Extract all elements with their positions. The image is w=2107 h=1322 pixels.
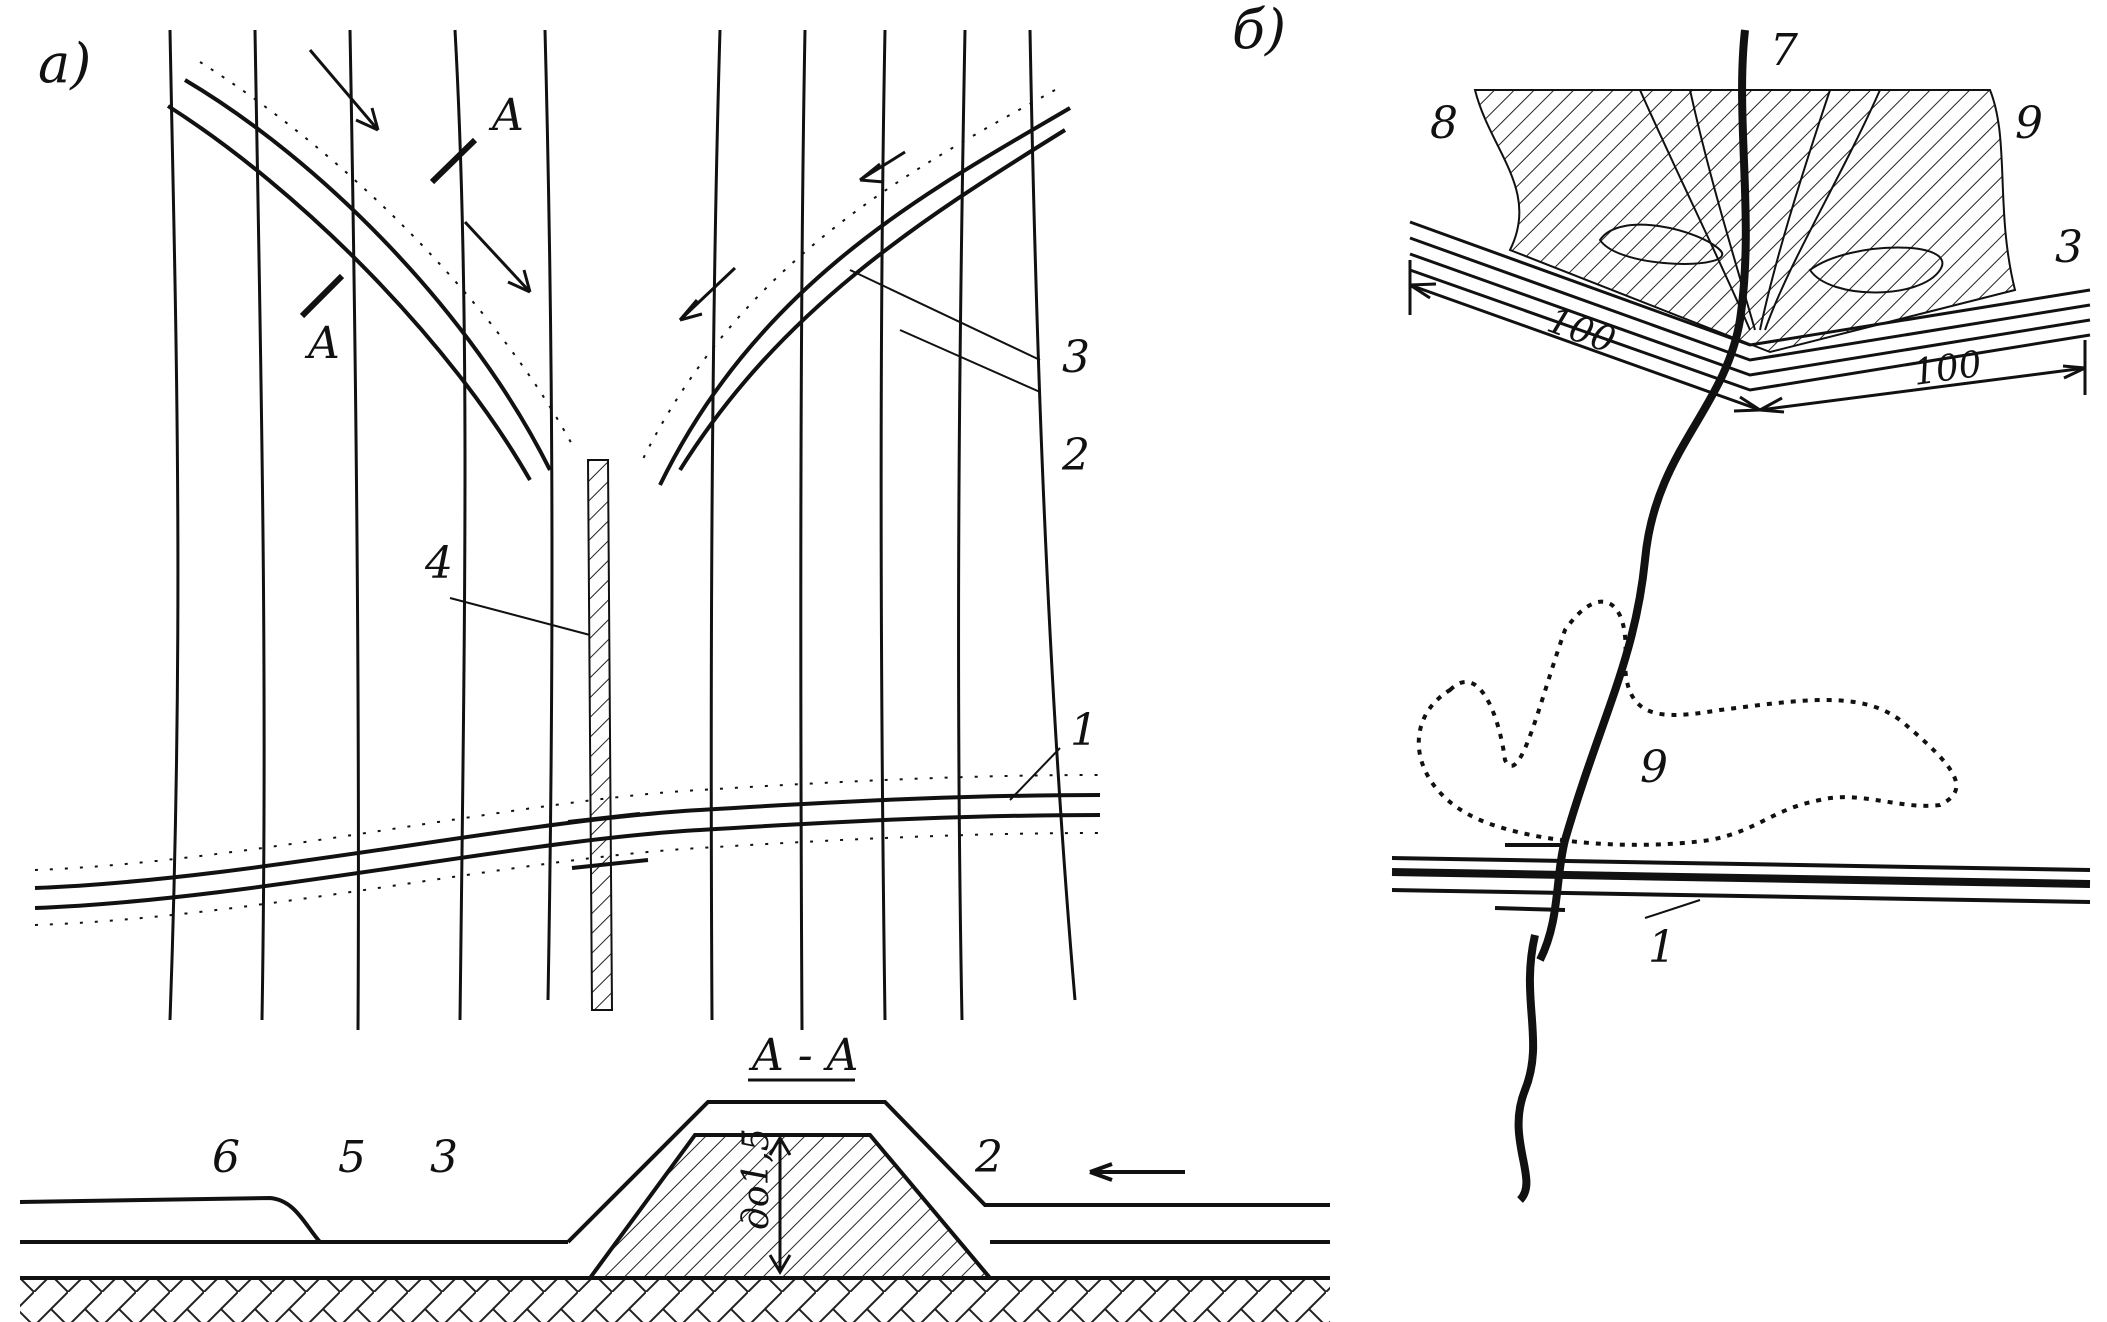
label-road-1-b: 1 [1648,922,1676,973]
embankment-outline [566,1100,1330,1244]
culvert-b [1494,843,1566,912]
label-layer-5: 5 [338,1132,366,1183]
label-embankment-2: 2 [1061,430,1090,481]
culvert-a [567,812,649,870]
leader-lines-a [449,269,1061,801]
section-title: A - A [748,1030,858,1081]
label-layer-3: 3 [430,1132,458,1183]
dotted-area-9 [1416,599,1959,847]
label-gully-4: 4 [424,538,453,589]
layer-6 [19,1195,322,1244]
gully-7 [1536,29,1750,962]
gully-7-lower [1514,934,1539,1203]
stream-lines [1598,89,1944,331]
section-flow-arrow [1089,1162,1185,1182]
part-a-plan: а) [34,29,1101,1031]
panel-label-b: б) [1232,0,1286,61]
panel-label-a: а) [38,32,91,95]
gully-4 [586,459,614,1011]
diversion-ditch-left [166,61,576,481]
section-marks [299,137,478,319]
label-area-9-top: 9 [2015,98,2043,149]
section-mark-a-top: A [488,90,524,141]
height-label: до1,5 [736,1128,777,1230]
leader-lines-b [1644,899,1701,919]
label-area-8: 8 [1430,98,1458,149]
section-mark-a-bottom: A [304,318,340,369]
road-1 [34,774,1101,926]
dimension-lines [1408,260,2087,414]
label-bunds-3: 3 [2055,222,2083,273]
label-layer-6: 6 [212,1132,240,1183]
label-road-1: 1 [1070,705,1098,756]
label-gully-7: 7 [1770,25,1798,76]
label-ditch-3: 3 [1062,332,1090,383]
diversion-ditch-right [639,89,1072,486]
label-section-2: 2 [974,1132,1003,1183]
section-a-a: A - A до1,5 6 5 3 2 [19,1030,1330,1322]
flow-arrows-a [308,49,906,322]
soil-base [20,1278,1330,1322]
road-1-b [1391,856,2091,904]
embankment [586,1133,995,1280]
contour-bunds-3 [1409,220,2091,392]
height-dimension [768,1135,792,1275]
label-area-9: 9 [1640,742,1668,793]
part-b-plan: б) [1232,0,2091,1203]
dimension-right: 100 [1911,344,1985,394]
